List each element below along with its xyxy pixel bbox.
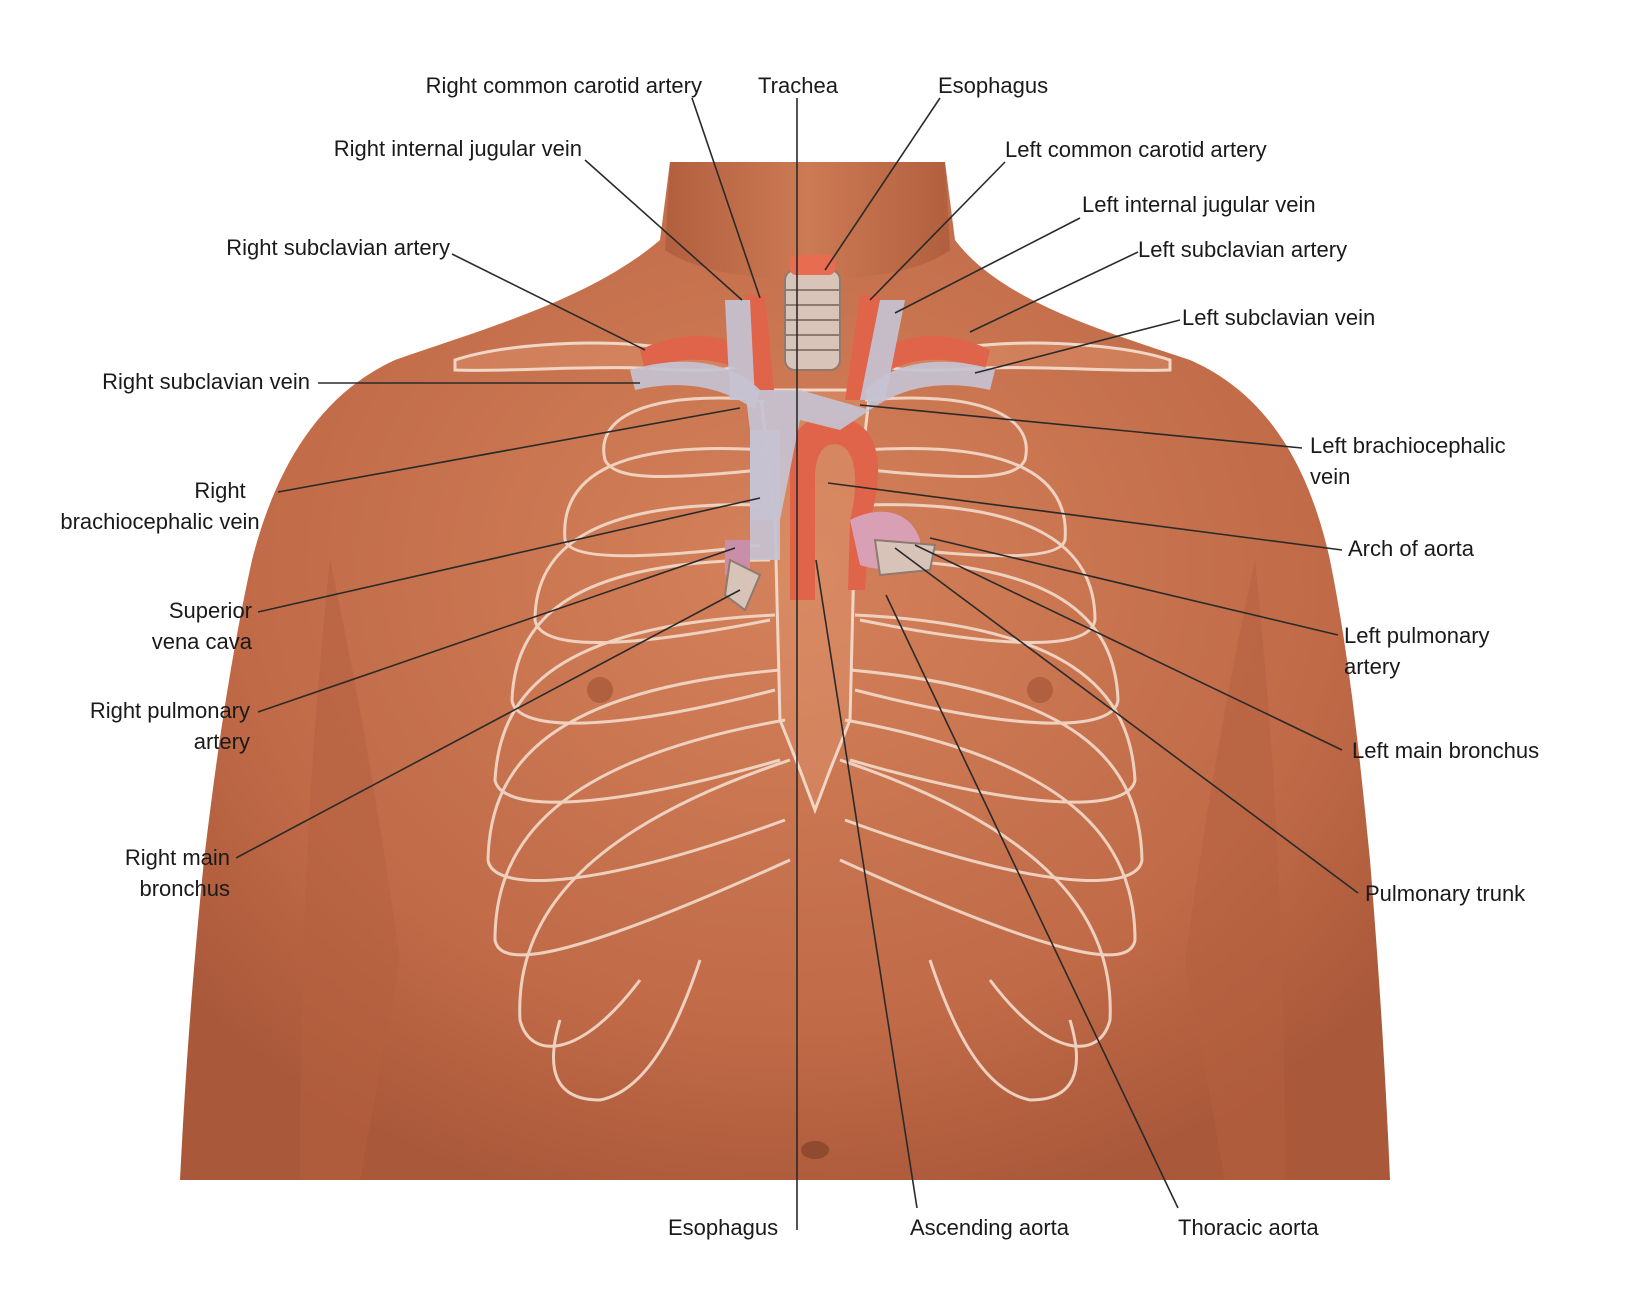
body-silhouette: [180, 162, 1390, 1180]
label-left-subclavian-vein: Left subclavian vein: [1182, 305, 1376, 330]
left-bronchus: [873, 538, 937, 577]
rib-r-4: [510, 558, 776, 725]
rib-l-3: [859, 503, 1097, 644]
label-esophagus-bottom: Esophagus: [668, 1215, 779, 1240]
torso: [180, 162, 1390, 1180]
rib-l-7: [839, 718, 1137, 957]
left-internal-jugular: [860, 300, 905, 400]
trachea: [784, 255, 841, 371]
label-left-main-bronchus: Left main bronchus: [1352, 738, 1540, 763]
label-right-main-bronchus: Right main bronchus: [124, 845, 230, 901]
label-left-common-carotid-artery: Left common carotid artery: [1005, 137, 1267, 162]
left-armpit-shadow: [300, 560, 400, 1180]
label-right-subclavian-artery: Right subclavian artery: [226, 235, 450, 260]
label-ascending-aorta: Ascending aorta: [910, 1215, 1069, 1240]
aortic-arch: [790, 416, 879, 600]
left-common-carotid: [845, 295, 880, 400]
rib-l-5: [849, 613, 1137, 804]
rib-r-6: [486, 668, 786, 882]
left-subclavian-vein: [865, 361, 995, 410]
label-esophagus-top: Esophagus: [938, 73, 1049, 98]
label-right-pulmonary-artery: Right pulmonary artery: [89, 698, 250, 754]
rib-l-9: [928, 959, 1078, 1102]
label-left-brachiocephalic-vein: Left brachiocephalic vein: [1310, 433, 1506, 489]
label-left-internal-jugular-vein: Left internal jugular vein: [1082, 192, 1316, 217]
right-bronchus: [723, 558, 762, 612]
rib-r-8: [518, 758, 791, 1048]
leader-lines: [235, 97, 1359, 1230]
rib-l-4: [854, 558, 1120, 725]
label-arch-of-aorta: Arch of aorta: [1348, 536, 1474, 561]
rib-l-2: [864, 446, 1067, 558]
label-right-internal-jugular-vein: Right internal jugular vein: [333, 136, 582, 161]
label-left-pulmonary-artery: Left pulmonary artery: [1344, 623, 1490, 679]
label-right-subclavian-vein: Right subclavian vein: [102, 369, 310, 394]
rib-r-9: [552, 959, 702, 1102]
navel: [801, 1141, 829, 1159]
right-armpit-shadow: [1185, 560, 1285, 1180]
label-trachea: Trachea: [758, 73, 838, 98]
neck: [665, 162, 950, 280]
label-right-common-carotid-artery: Right common carotid artery: [425, 73, 702, 98]
label-thoracic-aorta: Thoracic aorta: [1178, 1215, 1319, 1240]
label-superior-vena-cava: Superior vena cava: [151, 598, 252, 654]
rib-l-6: [844, 668, 1144, 882]
label-pulmonary-trunk: Pulmonary trunk: [1365, 881, 1526, 906]
right-subclavian-vein: [630, 361, 760, 410]
label-right-brachiocephalic-vein: Right brachiocephalic vein: [60, 478, 260, 534]
label-left-subclavian-artery: Left subclavian artery: [1138, 237, 1348, 262]
rib-r-5: [493, 613, 781, 804]
rib-l-1: [864, 396, 1028, 479]
right-nipple: [587, 677, 613, 703]
superior-vena-cava: [750, 430, 780, 560]
veins: [630, 300, 995, 560]
rib-r-1: [602, 396, 766, 479]
left-subclavian-artery: [870, 336, 990, 380]
left-nipple: [1027, 677, 1053, 703]
rib-l-8: [839, 758, 1112, 1048]
rib-r-7: [493, 718, 791, 957]
rib-r-2: [563, 446, 766, 558]
